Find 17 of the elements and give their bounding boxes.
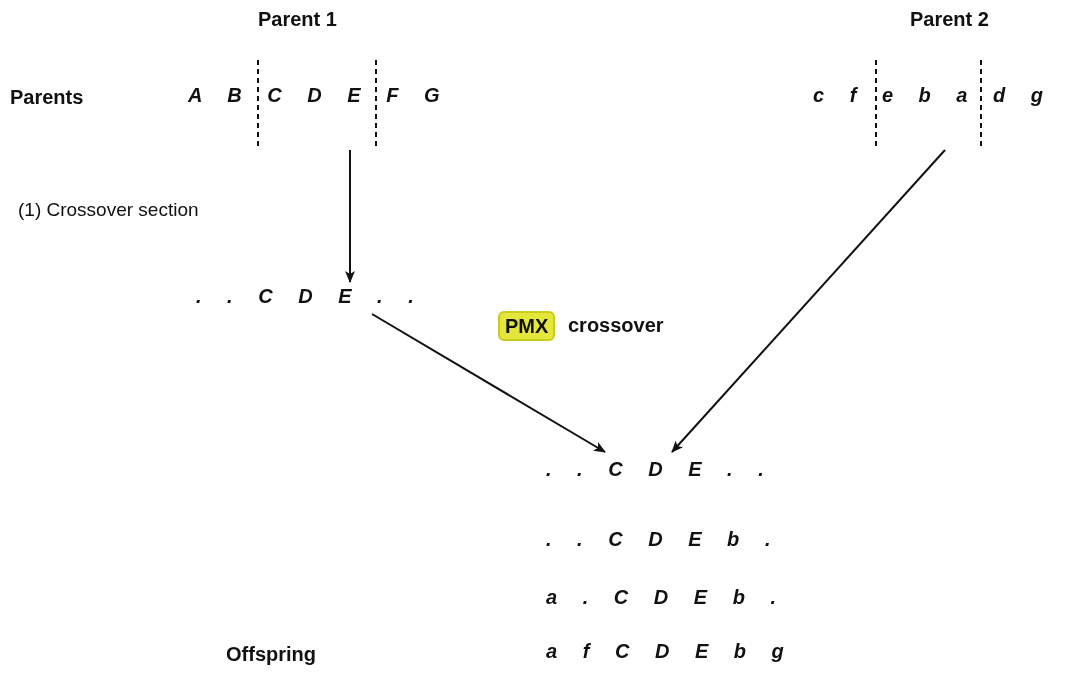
row-label: Offspring <box>226 643 316 666</box>
offspring-sequence: . . C D E b . <box>546 528 771 551</box>
method-caption: crossover <box>568 314 664 337</box>
parent-heading: Parent 1 <box>258 8 337 31</box>
offspring-sequence: a f C D E b g <box>546 640 784 663</box>
row-label: Parents <box>10 86 84 109</box>
arrow <box>371 313 606 453</box>
parent-heading: Parent 2 <box>910 8 989 31</box>
method-badge: PMX <box>498 311 556 341</box>
step-label: (1) Crossover section <box>18 199 199 221</box>
arrow <box>671 149 946 453</box>
crossover-section-sequence: . . C D E . . <box>196 285 414 308</box>
gene-sequence: c f e b a d g <box>813 84 1044 107</box>
offspring-sequence: a . C D E b . <box>546 586 777 609</box>
arrow <box>345 149 355 283</box>
offspring-sequence: . . C D E . . <box>546 458 764 481</box>
gene-sequence: A B C D E F G <box>188 84 440 107</box>
